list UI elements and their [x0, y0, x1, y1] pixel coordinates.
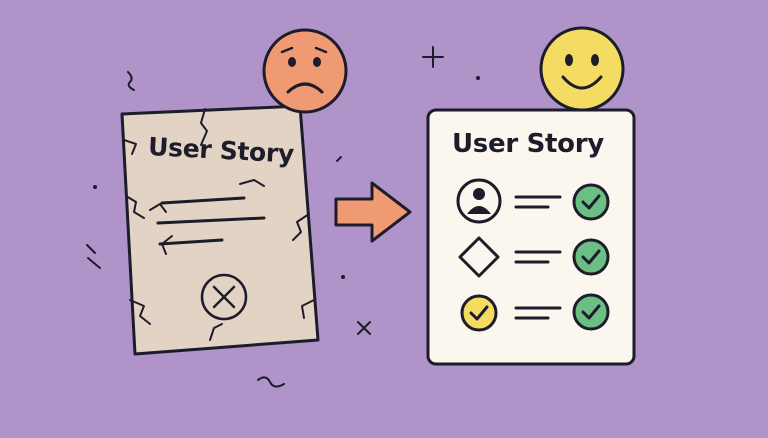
x-circle-icon: [200, 273, 248, 321]
before-card: [120, 104, 320, 356]
after-card-title: User Story: [452, 129, 604, 159]
text-lines: [514, 250, 562, 264]
after-card: [426, 108, 636, 366]
check-circle-icon: [572, 293, 610, 331]
decorative-dots: [93, 76, 480, 279]
sad-face-icon: [262, 28, 348, 114]
decorative-doodles: [86, 46, 444, 388]
squiggle-icon: [257, 376, 285, 388]
text-lines: [514, 195, 562, 209]
cross-mark-icon: [357, 321, 371, 335]
user-avatar-icon: [456, 178, 502, 224]
before-text-lines: [156, 196, 266, 246]
plus-icon: [422, 46, 444, 68]
check-circle-icon: [572, 183, 610, 221]
happy-face-icon: [539, 26, 625, 112]
yellow-check-icon: [460, 294, 498, 332]
dash-icon: [87, 257, 101, 269]
dash-icon: [336, 156, 342, 162]
check-circle-icon: [572, 238, 610, 276]
squiggle-icon: [127, 71, 135, 91]
diamond-icon: [458, 236, 500, 278]
arrow-right-icon: [334, 181, 412, 243]
dash-icon: [86, 244, 96, 254]
text-lines: [514, 306, 562, 320]
